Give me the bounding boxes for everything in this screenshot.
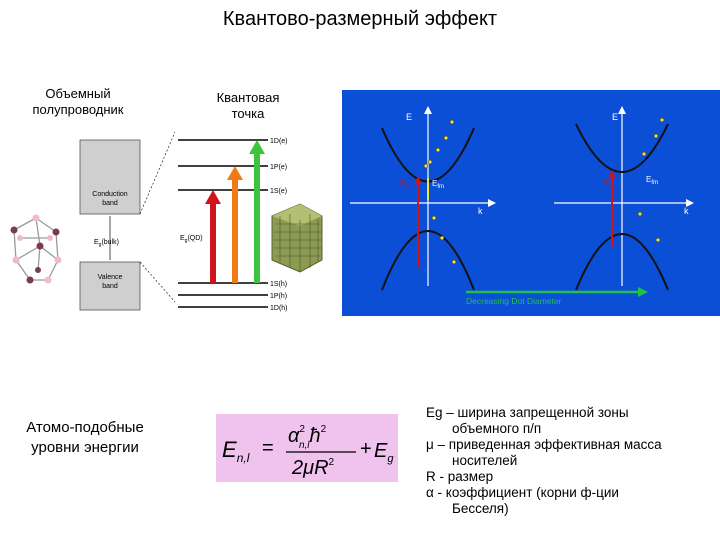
qd-label-line1: Квантовая (216, 90, 280, 105)
legend-item: α - коэффициент (корни ф-ции Бесселя) (426, 485, 716, 517)
svg-text:En,l: En,l (222, 437, 250, 465)
legend-item: Eg – ширина запрещенной зоны объемного п… (426, 405, 716, 437)
atom-like-levels-label: Атомо-подобные уровни энергии (10, 418, 160, 458)
legend-line: Бесселя) (452, 501, 509, 516)
conduction-band-label-1: Conduction (92, 191, 128, 198)
quantum-dot-label: Квантовая точка (188, 90, 308, 122)
legend-line: μ – приведенная эффективная масса (426, 437, 662, 452)
level-1s-e: 1S(e) (270, 188, 287, 195)
crystal-lattice-image (10, 214, 62, 284)
valence-parabola-right (575, 233, 669, 291)
level-1p-e: 1P(e) (270, 164, 287, 171)
level-1d-h: 1D(h) (270, 305, 288, 312)
left-dispersion-plot: E k Eg Efm (350, 106, 496, 291)
bulk-label-line2: полупроводник (32, 102, 124, 117)
svg-text:α2n,lħ2: α2n,lħ2 (288, 424, 327, 451)
bulk-semiconductor-label: Объемный полупроводник (8, 86, 148, 118)
svg-text:=: = (262, 437, 274, 459)
eg-bulk-label: Eg(bulk) (94, 239, 119, 248)
level-1p-h: 1P(h) (270, 293, 287, 300)
eg-label-right: Eg (604, 179, 613, 190)
efm-label-right: Efm (646, 175, 658, 186)
right-dispersion-plot: E k Eg Efm (554, 106, 694, 291)
efm-label-left: Efm (432, 179, 444, 190)
nanocrystal-image (271, 203, 323, 273)
legend-item: μ – приведенная эффективная масса носите… (426, 437, 716, 469)
band-diagram: Conduction band Valence band Eg(bulk) 1D… (10, 131, 323, 312)
qd-label-line2: точка (231, 106, 265, 121)
energy-axis-label-left: E (406, 112, 412, 122)
valence-band-box (79, 261, 141, 311)
decreasing-diameter-caption: Decreasing Dot Diameter (466, 296, 562, 306)
svg-text:Eg: Eg (374, 440, 394, 465)
eg-qd-label: Eg(QD) (180, 235, 203, 244)
valence-band-label-2: band (102, 283, 118, 290)
legend-line: носителей (452, 453, 518, 468)
legend-line: α - коэффициент (корни ф-ции (426, 485, 619, 500)
legend-item: R - размер (426, 469, 716, 485)
legend: Eg – ширина запрещенной зоны объемного п… (426, 405, 716, 517)
legend-line: Eg – ширина запрещенной зоны (426, 405, 629, 420)
valence-band-label-1: Valence (98, 274, 123, 281)
svg-text:+: + (360, 438, 372, 460)
legend-line: R - размер (426, 469, 494, 484)
k-axis-label-right: k (684, 206, 689, 216)
level-1s-h: 1S(h) (270, 281, 287, 288)
valence-parabola-left (381, 230, 475, 291)
transition-arrows (205, 140, 265, 283)
bulk-label-line1: Объемный (45, 86, 111, 101)
energy-axis-label-right: E (612, 112, 618, 122)
conduction-band-label-2: band (102, 200, 118, 207)
legend-line: объемного п/п (452, 421, 542, 436)
k-axis-label-left: k (478, 206, 483, 216)
atom-label-line2: уровни энергии (31, 439, 139, 456)
eg-label-left: Eg (400, 179, 409, 190)
atom-label-line1: Атомо-подобные (26, 419, 144, 436)
page-title: Квантово-размерный эффект (222, 8, 498, 30)
svg-text:2μR2: 2μR2 (291, 457, 335, 479)
dispersion-panel: E k Eg Efm E k Eg Efm Decreasing Dot Dia… (342, 90, 720, 316)
conduction-parabola-right (575, 123, 669, 173)
conduction-band-box (79, 139, 141, 215)
qd-energy-levels (178, 139, 268, 308)
level-1d-e: 1D(e) (270, 138, 288, 145)
